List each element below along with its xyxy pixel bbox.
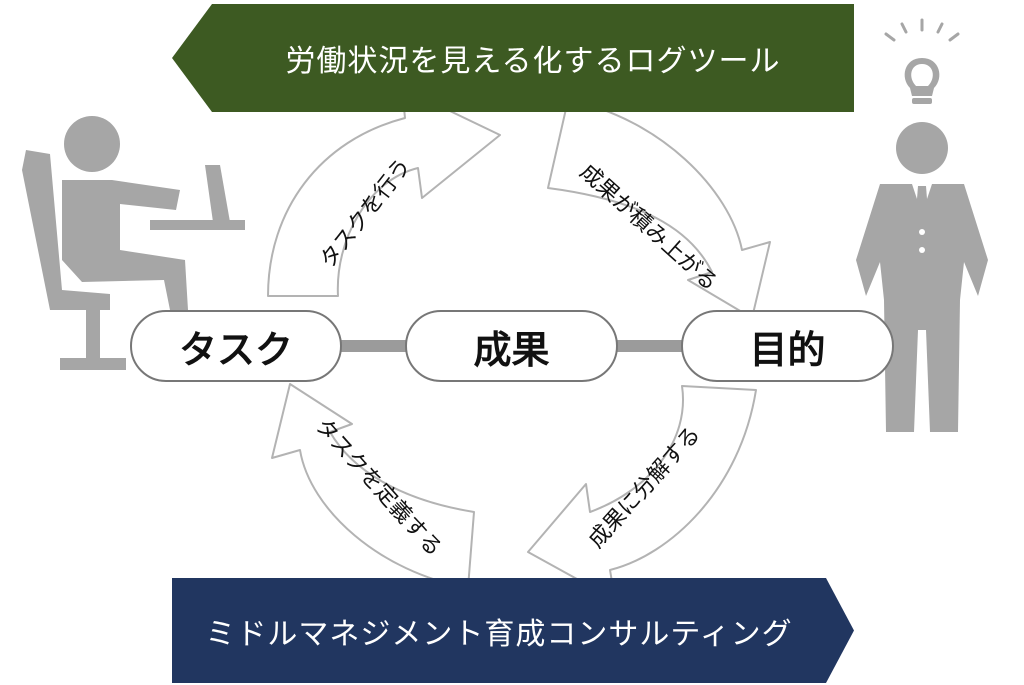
- businessman-with-lightbulb-icon: [856, 18, 988, 432]
- worker-at-desk-icon: [22, 116, 245, 370]
- node-result-label: 成果: [473, 327, 550, 372]
- node-task-label: タスク: [178, 327, 293, 372]
- node-purpose-label: 目的: [749, 327, 826, 372]
- node-task: タスク: [130, 310, 342, 382]
- bottom-banner-label: ミドルマネジメント育成コンサルティング: [205, 616, 793, 652]
- arrow-top-right: [547, 99, 771, 319]
- bottom-banner: ミドルマネジメント育成コンサルティング: [172, 578, 854, 683]
- node-result: 成果: [405, 310, 618, 382]
- node-purpose: 目的: [681, 310, 894, 382]
- connector-result-purpose: [616, 340, 684, 352]
- arrow-bottom-left: [271, 383, 475, 589]
- top-banner-label: 労働状況を見える化するログツール: [285, 44, 781, 79]
- top-banner: 労働状況を見える化するログツール: [172, 4, 854, 112]
- connector-task-result: [340, 340, 408, 352]
